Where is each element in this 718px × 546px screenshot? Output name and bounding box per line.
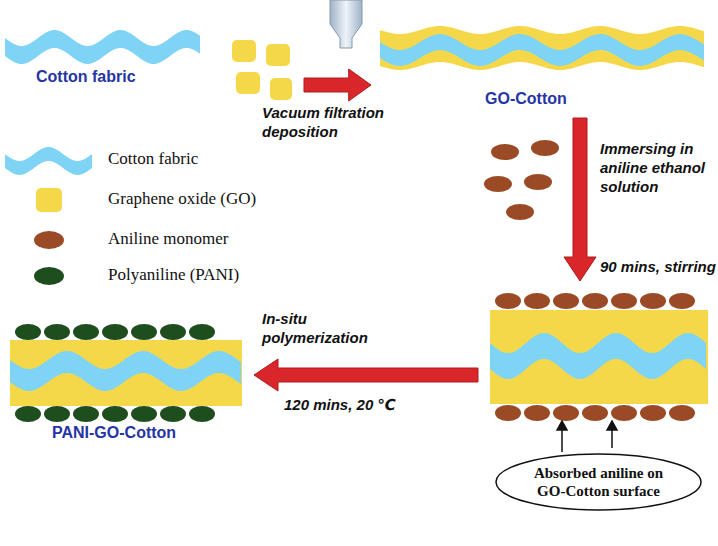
legend-swatch xyxy=(34,267,64,285)
ellipse-outline xyxy=(495,453,702,511)
callout-text: Absorbed aniline on GO-Cotton surface xyxy=(524,464,674,500)
legend-swatch xyxy=(34,231,64,249)
legend-text: Graphene oxide (GO) xyxy=(108,189,256,209)
go-layer xyxy=(490,310,708,404)
pani-layer xyxy=(15,324,215,340)
legend-text: Polyaniline (PANI) xyxy=(108,265,239,285)
legend-text: Aniline monomer xyxy=(108,229,228,249)
go-flakes xyxy=(232,40,292,100)
aniline-monomers xyxy=(484,140,559,220)
filter-nozzle xyxy=(330,0,362,48)
legend-text: Cotton fabric xyxy=(108,149,198,169)
process-arrow xyxy=(304,69,371,101)
callout-arrows xyxy=(557,421,617,452)
stage-label: PANI-GO-Cotton xyxy=(52,424,176,442)
cotton-fabric xyxy=(380,34,704,66)
condition-note: 120 mins, 20 ℃ xyxy=(284,396,434,415)
process-stage: Cotton fabric xyxy=(0,18,300,115)
process-stage: GO-Cotton xyxy=(375,20,715,114)
process-arrow xyxy=(254,359,478,391)
arrow-label: Immersing in aniline ethanol solution xyxy=(600,140,714,196)
cotton-fabric xyxy=(10,351,241,391)
legend-swatch xyxy=(36,188,62,212)
condition-note: 90 mins, stirring xyxy=(600,258,716,277)
stage-label: GO-Cotton xyxy=(485,90,567,108)
go-layer xyxy=(380,26,704,70)
go-layer xyxy=(10,340,242,406)
aniline-layer xyxy=(495,293,695,309)
aniline-layer xyxy=(495,405,695,421)
cotton-fabric xyxy=(490,333,706,379)
process-stage: Absorbed aniline on GO-Cotton surface xyxy=(482,285,714,525)
arrow-label: Vacuum filtration deposition xyxy=(262,104,392,142)
arrow-label: In-situ polymerization xyxy=(262,310,402,348)
pani-layer xyxy=(15,406,215,422)
process-stage: PANI-GO-Cotton xyxy=(4,318,250,448)
process-arrow xyxy=(564,118,596,281)
cotton-fabric xyxy=(5,30,200,64)
legend-swatch xyxy=(5,147,92,175)
callout-ellipse: Absorbed aniline on GO-Cotton surface xyxy=(495,453,702,511)
stage-label: Cotton fabric xyxy=(36,68,136,86)
